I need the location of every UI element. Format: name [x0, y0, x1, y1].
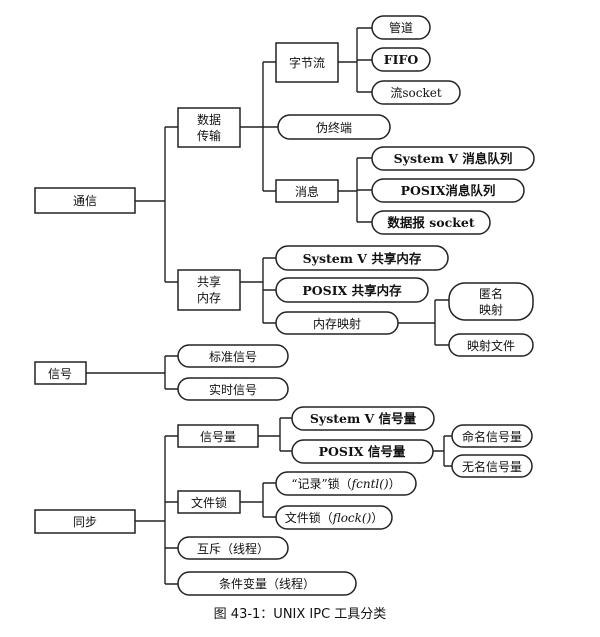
node-wenjian-yingshe: 映射文件: [448, 333, 534, 357]
node-flock: 文件锁（flock()）: [275, 505, 393, 530]
node-wuming-sem-label: 无名信号量: [462, 459, 522, 474]
node-huchi: 互斥（线程）: [177, 536, 289, 560]
edge-zijieliu: [338, 27, 372, 93]
node-mmap: 内存映射: [275, 311, 399, 335]
edge-shujuchuanshu: [240, 61, 278, 192]
edge-xinhao: [86, 355, 178, 390]
node-xinhao-label: 信号: [48, 367, 72, 381]
node-posix-sem-label: POSIX 信号量: [319, 444, 406, 459]
node-sysv-shm-label: System V 共享内存: [303, 251, 422, 266]
node-dgram-socket-label: 数据报 socket: [386, 215, 474, 230]
node-jilu-suo-label: “记录”锁（fcntl()）: [291, 476, 400, 491]
edge-tongbu: [135, 435, 178, 585]
node-biaozhun-xinhao-label: 标准信号: [209, 350, 257, 364]
node-tiaojian-bianliang: 条件变量（线程）: [177, 571, 357, 596]
node-xinhaoliang: 信号量: [177, 424, 259, 448]
node-guandao: 管道: [371, 15, 431, 40]
node-jilu-suo: “记录”锁（fcntl()）: [275, 471, 417, 496]
node-zijieliu: 字节流: [275, 42, 339, 83]
node-tongxin-label: 通信: [73, 194, 97, 208]
node-shishi-xinhao: 实时信号: [177, 377, 289, 401]
flock-prefix: 文件锁（: [285, 510, 333, 525]
node-shujuchuanshu: 数据 传输: [177, 107, 241, 148]
edge-xinhaoliang: [258, 417, 292, 452]
node-niming-yingshe: 匿名 映射: [448, 282, 534, 321]
node-weizhongduan-label: 伪终端: [316, 120, 352, 135]
node-posix-shm: POSIX 共享内存: [275, 277, 429, 303]
ipc-taxonomy-diagram: 通信 信号 同步 数据 传输 共享 内存 字节流 消息 信号量 文件锁 管道: [34, 15, 535, 596]
edge-tongxin: [135, 126, 178, 283]
jilu-suo-function: fcntl(): [351, 477, 389, 491]
node-liusocket-label: 流socket: [390, 86, 441, 100]
edge-mmap: [398, 299, 449, 346]
node-sysv-shm: System V 共享内存: [275, 245, 449, 271]
node-posix-shm-label: POSIX 共享内存: [302, 283, 402, 298]
node-zijieliu-label: 字节流: [289, 55, 325, 70]
node-biaozhun-xinhao: 标准信号: [177, 344, 289, 368]
node-sysv-sem-label: System V 信号量: [310, 411, 417, 426]
node-tongbu-label: 同步: [73, 515, 97, 529]
node-gongxiangneicun: 共享 内存: [177, 269, 241, 311]
node-wenjian-yingshe-label: 映射文件: [467, 338, 515, 353]
node-shujuchuanshu-label-2: 传输: [197, 128, 221, 143]
node-sysv-sem: System V 信号量: [291, 406, 435, 431]
node-posix-msgq: POSIX消息队列: [371, 178, 525, 203]
figure-caption: 图 43-1：UNIX IPC 工具分类: [213, 607, 387, 622]
node-mmap-label: 内存映射: [313, 316, 361, 331]
jilu-suo-prefix: “记录”锁（: [291, 476, 351, 491]
node-tongxin: 通信: [34, 187, 136, 214]
node-xiaoxi: 消息: [275, 179, 339, 203]
node-huchi-label: 互斥（线程）: [197, 541, 269, 556]
node-guandao-label: 管道: [389, 20, 413, 35]
jilu-suo-suffix: ）: [389, 477, 401, 491]
node-dgram-socket: 数据报 socket: [371, 210, 491, 235]
node-wenjiansuo-label: 文件锁: [191, 495, 227, 510]
flock-suffix: ）: [371, 511, 383, 525]
node-shishi-xinhao-label: 实时信号: [209, 382, 257, 397]
node-fifo-label: FIFO: [384, 52, 419, 67]
node-tiaojian-bianliang-label: 条件变量（线程）: [219, 576, 315, 591]
node-niming-label-2: 映射: [479, 302, 503, 317]
node-wuming-sem: 无名信号量: [451, 454, 533, 478]
flock-function: flock(): [332, 511, 372, 525]
node-gongxiang-label-2: 内存: [197, 291, 221, 305]
node-posix-msgq-label: POSIX消息队列: [401, 183, 496, 198]
node-sysv-msgq-label: System V 消息队列: [394, 151, 513, 166]
node-wenjiansuo: 文件锁: [177, 490, 241, 514]
node-mingming-sem-label: 命名信号量: [462, 429, 522, 444]
edge-xiaoxi: [338, 157, 372, 223]
node-posix-sem: POSIX 信号量: [291, 439, 434, 464]
node-weizhongduan: 伪终端: [277, 114, 391, 140]
node-fifo: FIFO: [371, 47, 431, 72]
edge-gongxiang: [240, 257, 276, 324]
node-shujuchuanshu-label-1: 数据: [197, 112, 221, 127]
node-tongbu: 同步: [34, 509, 136, 534]
node-gongxiang-label-1: 共享: [197, 274, 221, 289]
node-xinhaoliang-label: 信号量: [200, 430, 236, 444]
node-sysv-msgq: System V 消息队列: [371, 146, 535, 171]
node-xinhao: 信号: [34, 361, 87, 385]
edge-wenjiansuo: [240, 482, 276, 518]
node-liusocket: 流socket: [371, 80, 461, 105]
node-xiaoxi-label: 消息: [295, 184, 319, 199]
node-niming-label-1: 匿名: [479, 286, 503, 301]
node-flock-label: 文件锁（flock()）: [285, 510, 384, 525]
node-mingming-sem: 命名信号量: [451, 424, 533, 448]
edge-posix-sem: [433, 435, 452, 467]
